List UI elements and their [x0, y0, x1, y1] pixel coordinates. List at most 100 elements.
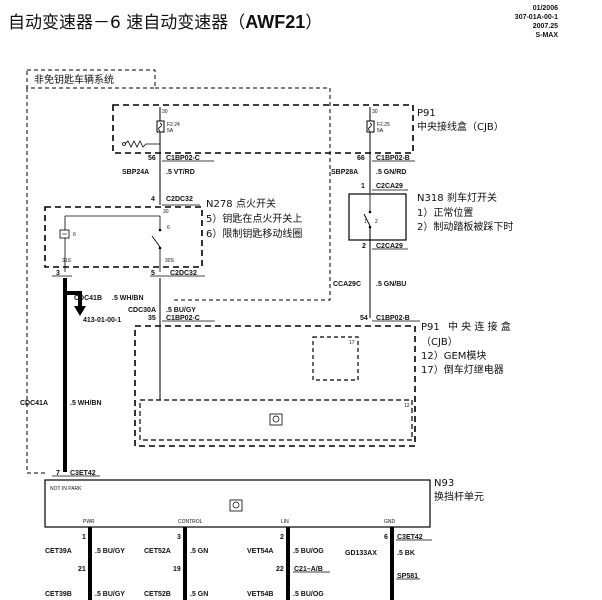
- cjb-top-name: 中央接线盒（CJB）: [417, 120, 504, 133]
- pin-3: 3: [177, 534, 181, 541]
- cdc41a-wire: CDC41A: [20, 400, 48, 407]
- title-cn: 自动变速器－6 速自动变速器（: [8, 13, 246, 33]
- gem-module-icon: [269, 413, 283, 426]
- meta-doc-number: 307-01A-00-1: [514, 14, 558, 21]
- ign-note-1: 5）钥匙在点火开关上: [206, 212, 302, 225]
- cjb-lower-box: [134, 325, 416, 447]
- spec-1: .5 BU/GY: [95, 548, 125, 555]
- shifter-module-icon: [229, 499, 243, 512]
- fuse-left-id: F2.24: [167, 122, 180, 128]
- cca29c-conn: C1BP02-B: [376, 315, 410, 322]
- fuse-left-pin: 30: [162, 109, 168, 115]
- brake-switch-box: [348, 193, 407, 241]
- brake-note-1: 1）正常位置: [417, 206, 473, 219]
- cjb-lower-name2: （CJB）: [421, 336, 458, 348]
- spec-3b: .5 BU/OG: [293, 591, 324, 598]
- spec-2: .5 GN: [190, 548, 208, 555]
- bottom-conn-2: C21–A/B: [294, 566, 323, 573]
- pin-19: 19: [173, 566, 181, 573]
- wire-4: GD133AX: [345, 550, 377, 557]
- right-spec: .5 GN/RD: [376, 169, 406, 176]
- right-pin: 66: [357, 155, 365, 162]
- pin-21: 21: [78, 566, 86, 573]
- cjb-lower-name: 中 央 连 接 盒: [448, 320, 511, 333]
- brake-pin-top: 1: [361, 183, 365, 190]
- splice: SP581: [397, 573, 418, 580]
- brake-ref: N318: [417, 193, 444, 204]
- term-30: 30: [163, 209, 169, 215]
- brake-pin-bottom: 2: [362, 243, 366, 250]
- spec-4: .5 BK: [397, 550, 415, 557]
- left-pin: 56: [148, 155, 156, 162]
- keyless-label: 非免钥匙车辆系统: [34, 73, 114, 86]
- wire-1b: CET39B: [45, 591, 72, 598]
- ign-switch-contact: [151, 235, 161, 248]
- pin-2: 2: [280, 534, 284, 541]
- cjb-top-ref: P91: [417, 108, 436, 119]
- fuse-right-id: F2.25: [377, 122, 390, 128]
- cjb-lower-note-2: 17）倒车灯继电器: [421, 363, 504, 376]
- title-model: AWF21: [245, 12, 306, 32]
- meta-model: S-MAX: [535, 32, 558, 39]
- not-in-park-label: NOT IN PARK: [50, 486, 82, 492]
- title-close: ）: [305, 13, 323, 33]
- wire-cdc41b: [65, 291, 82, 308]
- ign-pin-bl: 3: [56, 270, 60, 277]
- keyless-label-box: [26, 69, 156, 89]
- cjb-lower-note-1: 12）GEM模块: [421, 350, 486, 362]
- right-wire: SBP28A: [331, 169, 358, 176]
- shifter-name: 换挡杆单元: [434, 490, 484, 503]
- term-31s: 31S: [62, 258, 72, 264]
- ign-conn-bottom: C2DC32: [170, 270, 197, 277]
- relay-17: 17: [349, 340, 355, 346]
- brake-conn-top: C2CA29: [376, 183, 403, 190]
- brake-conn-bottom: C2CA29: [376, 243, 403, 250]
- spec-2b: .5 GN: [190, 591, 208, 598]
- right-conn: C1BP02-B: [376, 155, 410, 162]
- key-coil: [59, 229, 70, 239]
- doc-meta: 01/2006 307-01A-00-1 2007.25 S-MAX: [515, 4, 558, 40]
- wire-3: VET54A: [247, 548, 273, 555]
- left-wire: SBP24A: [122, 169, 149, 176]
- ign-name: 点火开关: [236, 197, 276, 210]
- pwr-label: PWR: [83, 519, 95, 525]
- control-label: CONTROL: [178, 519, 203, 525]
- ign-pin-br: 5: [151, 270, 155, 277]
- pin-6: 6: [384, 534, 388, 541]
- brake-t1: 1: [364, 219, 367, 225]
- spec-1b: .5 BU/GY: [95, 591, 125, 598]
- meta-date: 01/2006: [532, 5, 558, 12]
- term-30s: 30S: [165, 258, 175, 264]
- fuse-right-amp: 5A: [377, 128, 384, 134]
- resistor: [124, 140, 160, 148]
- cdc41b-wire: CDC41B: [74, 295, 102, 302]
- bottom-conn: C3ET42: [397, 534, 423, 541]
- ign-ref: N278: [206, 199, 233, 210]
- keyless-region-left: [26, 88, 45, 474]
- cdc30a-pin: 35: [148, 315, 156, 322]
- cca29c-spec: .5 GN/BU: [376, 281, 406, 288]
- cdc30a-wire: CDC30A: [128, 307, 156, 314]
- page-title: 自动变速器－6 速自动变速器（AWF21）: [8, 8, 322, 33]
- meta-version: 2007.25: [532, 23, 558, 30]
- fuse-left-amp: 5A: [167, 128, 174, 134]
- pin-1: 1: [82, 534, 86, 541]
- coil-6: 6: [73, 232, 76, 238]
- lin-label: LIN: [281, 519, 289, 525]
- wire-2: CET52A: [144, 548, 171, 555]
- cdc41a-spec: .5 WH/BN: [70, 400, 102, 407]
- ign-pin-top: 4: [151, 196, 155, 203]
- brake-switch-contact: [363, 213, 371, 227]
- shifter-conn-top: C3ET42: [70, 470, 96, 477]
- gem-module: [139, 399, 413, 441]
- fuse-right-pin: 30: [372, 109, 378, 115]
- cdc41b-spec: .5 WH/BN: [112, 295, 144, 302]
- left-conn: C1BP02-C: [166, 155, 200, 162]
- ign-note-2: 6）限制钥匙移动线圈: [206, 227, 302, 240]
- keyless-region-right: [155, 87, 331, 301]
- left-spec: .5 VT/RD: [166, 169, 195, 176]
- reverse-lamp-relay: [312, 336, 359, 381]
- wire-3b: VET54B: [247, 591, 273, 598]
- cdc30a-spec: .5 BU/GY: [166, 307, 196, 314]
